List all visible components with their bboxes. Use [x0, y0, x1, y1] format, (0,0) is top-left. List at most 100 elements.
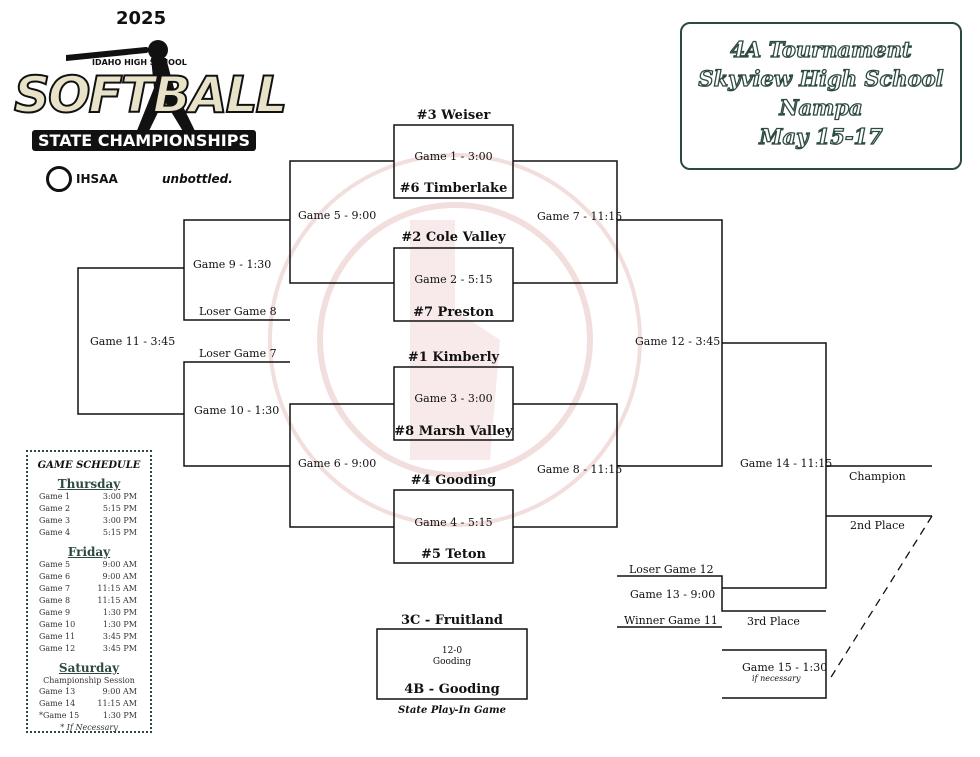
logo-subtitle: IDAHO HIGH SCHOOL: [92, 58, 187, 67]
title-line-1: 4A Tournament: [730, 36, 913, 62]
schedule-time: 5:15 PM: [102, 528, 137, 537]
title-line-4: May 15-17: [759, 123, 884, 149]
schedule-game: Game 13: [39, 687, 76, 696]
game-12-label: Game 12 - 3:45: [635, 335, 721, 348]
loser-game-8-label: Loser Game 8: [199, 305, 277, 318]
logo-year: 2025: [116, 8, 167, 29]
title-line-2: Skyview High School: [698, 65, 944, 91]
game-7-label: Game 7 - 11:15: [537, 210, 623, 223]
tournament-title-box: 4A Tournament Skyview High School Nampa …: [680, 22, 962, 170]
game-10-label: Game 10 - 1:30: [194, 404, 280, 417]
team-kimberly: #1 Kimberly: [407, 350, 500, 365]
team-timberlake: #6 Timberlake: [399, 181, 508, 196]
second-place-label: 2nd Place: [850, 519, 905, 532]
schedule-row: Game 12 3:45 PM: [28, 643, 150, 655]
schedule-row: Game 2 5:15 PM: [28, 503, 150, 515]
schedule-game: Game 4: [39, 528, 71, 537]
schedule-game: Game 8: [39, 596, 71, 605]
schedule-time: 9:00 AM: [102, 560, 137, 569]
schedule-row: Game 13 9:00 AM: [28, 686, 150, 698]
schedule-game: Game 12: [39, 644, 76, 653]
game-1-label: Game 1 - 3:00: [414, 150, 493, 163]
schedule-time: 11:15 AM: [97, 596, 137, 605]
playin-caption: State Play-In Game: [398, 705, 506, 716]
ihsaa-seal-icon: [46, 166, 72, 192]
logo-tag-text: STATE CHAMPIONSHIPS: [38, 131, 250, 150]
schedule-time: 1:30 PM: [102, 620, 137, 629]
game-9-label: Game 9 - 1:30: [193, 258, 272, 271]
game-15-label: Game 15 - 1:30: [742, 661, 828, 674]
loser-game-7-label: Loser Game 7: [199, 347, 277, 360]
schedule-time: 3:45 PM: [102, 644, 137, 653]
schedule-game: *Game 15: [39, 711, 80, 720]
sponsor-unbottled: unbottled.: [162, 172, 233, 186]
schedule-game: Game 11: [39, 632, 76, 641]
schedule-title: GAME SCHEDULE: [37, 460, 141, 471]
championship-logo: 2025 IDAHO HIGH SCHOOL SOFTBALL STATE CH…: [8, 6, 288, 192]
game-3-label: Game 3 - 3:00: [414, 392, 493, 405]
schedule-row: Game 3 3:00 PM: [28, 515, 150, 527]
schedule-game: Game 6: [39, 572, 71, 581]
playin-score: 12-0: [441, 646, 463, 656]
watermark-seal: [268, 153, 642, 527]
schedule-day-header: Saturday: [58, 661, 120, 675]
playin-winner: Gooding: [432, 657, 472, 667]
team-teton: #5 Teton: [420, 547, 487, 562]
loser-game-12-label: Loser Game 12: [629, 563, 714, 576]
game-11-label: Game 11 - 3:45: [90, 335, 176, 348]
schedule-game: Game 5: [39, 560, 71, 569]
schedule-time: 3:00 PM: [102, 492, 137, 501]
schedule-time: 11:15 AM: [97, 584, 137, 593]
schedule-row: *Game 15 1:30 PM: [28, 710, 150, 722]
schedule-day-header: Thursday: [57, 477, 121, 491]
schedule-time: 1:30 PM: [102, 711, 137, 720]
game-15-note: if necessary: [752, 674, 801, 683]
title-line-3: Nampa: [779, 94, 864, 120]
winner-game-11-label: Winner Game 11: [624, 614, 718, 627]
game-2-label: Game 2 - 5:15: [414, 273, 493, 286]
playin-team-top: 3C - Fruitland: [401, 613, 503, 628]
schedule-row: Game 5 9:00 AM: [28, 559, 150, 571]
schedule-game: Game 9: [39, 608, 71, 617]
game-4-label: Game 4 - 5:15: [414, 516, 493, 529]
game-5-label: Game 5 - 9:00: [298, 209, 377, 222]
team-gooding: #4 Gooding: [410, 473, 497, 488]
schedule-day-note: Championship Session: [43, 676, 135, 685]
team-cole-valley: #2 Cole Valley: [401, 230, 506, 245]
game-8-label: Game 8 - 11:15: [537, 463, 623, 476]
schedule-row: Game 7 11:15 AM: [28, 583, 150, 595]
schedule-game: Game 1: [39, 492, 71, 501]
schedule-row: Game 1 3:00 PM: [28, 491, 150, 503]
schedule-game: Game 3: [39, 516, 71, 525]
sponsor-ihsaa: IHSAA: [76, 172, 118, 186]
schedule-time: 9:00 AM: [102, 687, 137, 696]
schedule-time: 11:15 AM: [97, 699, 137, 708]
team-marsh-valley: #8 Marsh Valley: [394, 424, 513, 439]
game-14-label: Game 14 - 11:15: [740, 457, 833, 470]
team-weiser: #3 Weiser: [416, 108, 491, 123]
schedule-row: Game 4 5:15 PM: [28, 527, 150, 539]
schedule-game: Game 2: [39, 504, 71, 513]
team-preston: #7 Preston: [413, 305, 494, 320]
schedule-footnote: * If Necessary: [60, 723, 118, 732]
third-place-label: 3rd Place: [747, 615, 800, 628]
schedule-row: Game 8 11:15 AM: [28, 595, 150, 607]
logo-softball-text: SOFTBALL: [13, 65, 288, 125]
schedule-day-header: Friday: [67, 545, 111, 559]
schedule-time: 5:15 PM: [102, 504, 137, 513]
schedule-time: 3:00 PM: [102, 516, 137, 525]
schedule-time: 3:45 PM: [102, 632, 137, 641]
game-6-label: Game 6 - 9:00: [298, 457, 377, 470]
playin-team-bottom: 4B - Gooding: [404, 682, 500, 697]
schedule-game: Game 7: [39, 584, 71, 593]
schedule-row: Game 10 1:30 PM: [28, 619, 150, 631]
schedule-game: Game 10: [39, 620, 76, 629]
champion-label: Champion: [849, 470, 906, 483]
batter-silhouette-icon: [63, 28, 206, 142]
schedule-game: Game 14: [39, 699, 76, 708]
